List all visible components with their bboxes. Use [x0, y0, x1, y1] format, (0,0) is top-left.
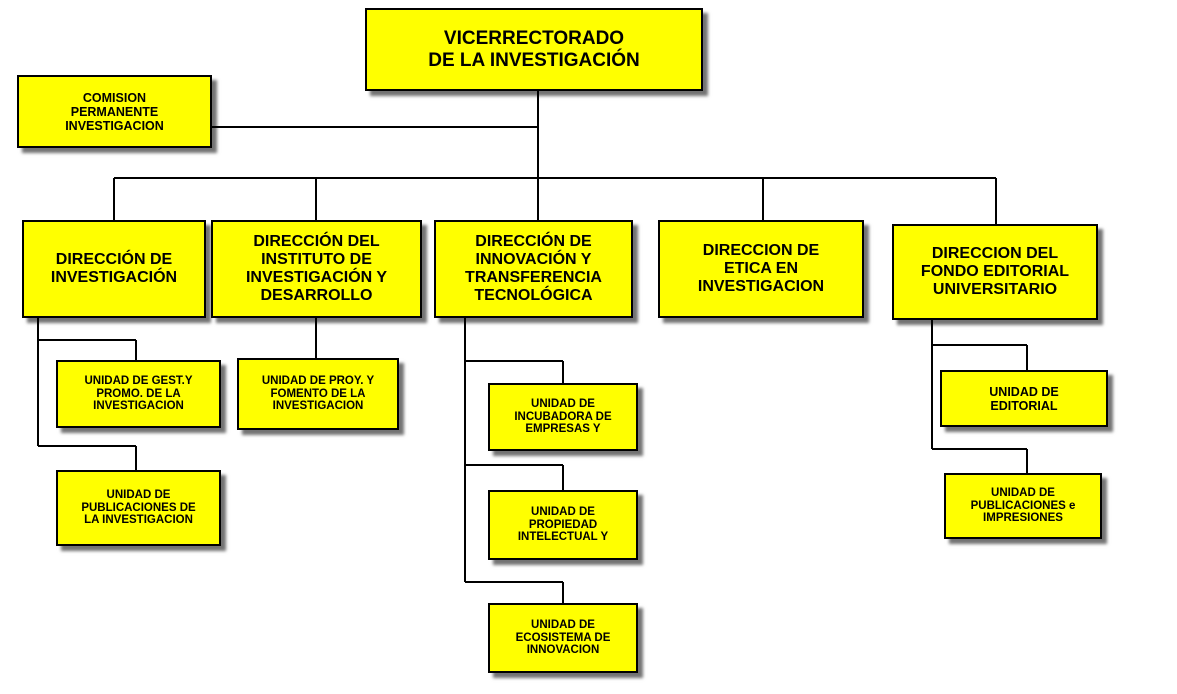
- node-label: DIRECCIÓN DE INVESTIGACIÓN: [50, 251, 178, 286]
- node-vicerrectorado: VICERRECTORADO DE LA INVESTIGACIÓN: [365, 8, 703, 91]
- node-unidad-ecosistema: UNIDAD DE ECOSISTEMA DE INNOVACION: [488, 603, 638, 673]
- node-label: UNIDAD DE EDITORIAL: [989, 384, 1059, 413]
- node-label: UNIDAD DE PROY. Y FOMENTO DE LA INVESTIG…: [261, 374, 375, 413]
- node-label: COMISION PERMANENTE INVESTIGACION: [65, 90, 164, 133]
- node-unidad-incubadora: UNIDAD DE INCUBADORA DE EMPRESAS Y: [488, 383, 638, 451]
- node-unidad-gestion: UNIDAD DE GEST.Y PROMO. DE LA INVESTIGAC…: [56, 360, 221, 428]
- node-label: DIRECCIÓN DE INNOVACIÓN Y TRANSFERENCIA …: [465, 233, 602, 304]
- node-direccion-innovacion: DIRECCIÓN DE INNOVACIÓN Y TRANSFERENCIA …: [434, 220, 633, 318]
- node-label: DIRECCION DE ETICA EN INVESTIGACION: [697, 242, 825, 295]
- node-label: VICERRECTORADO DE LA INVESTIGACIÓN: [428, 28, 640, 71]
- node-unidad-editorial: UNIDAD DE EDITORIAL: [940, 370, 1108, 427]
- node-comision-permanente: COMISION PERMANENTE INVESTIGACION: [17, 75, 212, 148]
- node-label: UNIDAD DE PROPIEDAD INTELECTUAL Y: [517, 505, 609, 544]
- node-unidad-publicaciones-impresiones: UNIDAD DE PUBLICACIONES e IMPRESIONES: [944, 473, 1102, 539]
- node-label: UNIDAD DE PUBLICACIONES e IMPRESIONES: [970, 486, 1076, 525]
- node-label: UNIDAD DE ECOSISTEMA DE INNOVACION: [515, 618, 611, 657]
- node-unidad-proyectos: UNIDAD DE PROY. Y FOMENTO DE LA INVESTIG…: [237, 358, 399, 430]
- node-direccion-fondo-editorial: DIRECCION DEL FONDO EDITORIAL UNIVERSITA…: [892, 224, 1098, 320]
- node-label: DIRECCIÓN DEL INSTITUTO DE INVESTIGACIÓN…: [245, 233, 388, 304]
- node-label: UNIDAD DE PUBLICACIONES DE LA INVESTIGAC…: [81, 488, 196, 527]
- node-direccion-etica: DIRECCION DE ETICA EN INVESTIGACION: [658, 220, 864, 318]
- node-label: UNIDAD DE INCUBADORA DE EMPRESAS Y: [514, 397, 612, 436]
- node-direccion-instituto: DIRECCIÓN DEL INSTITUTO DE INVESTIGACIÓN…: [211, 220, 422, 318]
- node-label: UNIDAD DE GEST.Y PROMO. DE LA INVESTIGAC…: [84, 374, 193, 413]
- node-label: DIRECCION DEL FONDO EDITORIAL UNIVERSITA…: [920, 245, 1070, 298]
- node-unidad-publicaciones-investigacion: UNIDAD DE PUBLICACIONES DE LA INVESTIGAC…: [56, 470, 221, 546]
- node-unidad-propiedad-intelectual: UNIDAD DE PROPIEDAD INTELECTUAL Y: [488, 490, 638, 560]
- node-direccion-investigacion: DIRECCIÓN DE INVESTIGACIÓN: [22, 220, 206, 318]
